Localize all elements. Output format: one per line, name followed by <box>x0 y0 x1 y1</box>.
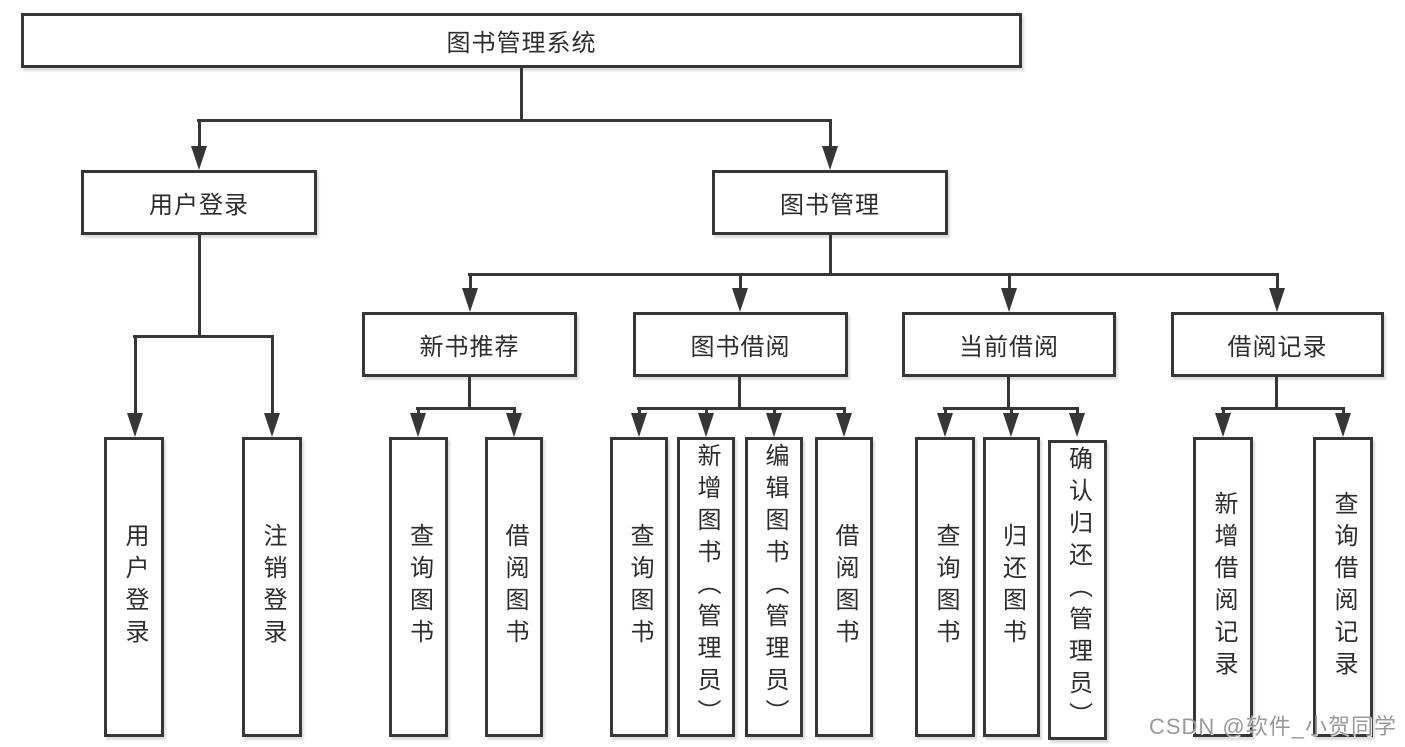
leaf-query-books-2: 查询图书 <box>610 437 668 737</box>
arrow-add-record <box>1215 413 1231 437</box>
connector-root-drop <box>520 68 523 119</box>
node-new-book-recommend-label: 新书推荐 <box>419 334 520 361</box>
connector-stem-query1 <box>417 407 420 413</box>
arrow-query2 <box>631 413 647 437</box>
connector-stem-current-borrow <box>1008 276 1011 288</box>
leaf-logout-label: 注销登录 <box>259 523 286 651</box>
node-book-management: 图书管理 <box>712 170 948 235</box>
connector-stem-leaf-login <box>134 338 137 413</box>
connector-book-borrow-drop <box>738 377 741 407</box>
node-book-management-label: 图书管理 <box>780 192 880 219</box>
arrow-query-record <box>1335 413 1351 437</box>
node-book-borrow: 图书借阅 <box>633 312 848 377</box>
connector-stem-leaf-logout <box>271 338 274 413</box>
connector-stem-book-borrow <box>739 276 742 288</box>
node-borrow-records-label: 借阅记录 <box>1227 334 1328 361</box>
arrow-query1 <box>410 413 426 437</box>
arrow-current-borrow <box>1001 288 1017 312</box>
arrow-borrow1 <box>506 413 522 437</box>
leaf-add-borrow-record-label: 新增借阅记录 <box>1210 491 1237 683</box>
connector-stem-return <box>1010 407 1013 413</box>
connector-stem-confirm-return <box>1076 407 1079 413</box>
csdn-watermark: CSDN @软件_小贺同学 <box>1148 714 1397 739</box>
leaf-query-borrow-record: 查询借阅记录 <box>1313 437 1373 737</box>
leaf-confirm-return-admin: 确认归还（管理员） <box>1048 440 1107 740</box>
arrow-user-login <box>191 146 207 170</box>
connector-stem-borrow1 <box>513 407 516 413</box>
leaf-borrow-books-1-label: 借阅图书 <box>501 523 528 651</box>
node-book-borrow-label: 图书借阅 <box>690 334 791 361</box>
leaf-edit-book-admin: 编辑图书（管理员） <box>745 437 803 737</box>
connector-book-borrow-bus <box>637 407 846 410</box>
connector-stem-add-record <box>1222 407 1225 413</box>
arrow-borrow-records <box>1269 288 1285 312</box>
node-borrow-records: 借阅记录 <box>1171 312 1384 377</box>
leaf-user-login-label: 用户登录 <box>121 523 148 651</box>
leaf-logout: 注销登录 <box>242 437 302 737</box>
connector-user-login-bus <box>133 335 274 338</box>
leaf-confirm-return-admin-label: 确认归还（管理员） <box>1064 446 1092 734</box>
connector-book-mgmt-drop <box>829 235 832 273</box>
arrow-new-book <box>462 288 478 312</box>
connector-user-login-drop <box>198 235 201 335</box>
connector-new-book-drop <box>468 377 471 407</box>
connector-stem-add-book <box>705 407 708 413</box>
arrow-borrow2 <box>836 413 852 437</box>
connector-stem-user-login <box>198 122 201 146</box>
arrow-book-borrow <box>732 288 748 312</box>
connector-stem-query2 <box>638 407 641 413</box>
leaf-add-book-admin: 新增图书（管理员） <box>677 437 735 737</box>
leaf-borrow-books-2-label: 借阅图书 <box>831 523 858 651</box>
connector-stem-query-record <box>1342 407 1345 413</box>
leaf-borrow-books-1: 借阅图书 <box>485 437 543 737</box>
node-user-login: 用户登录 <box>81 170 317 235</box>
node-root-label: 图书管理系统 <box>446 30 597 57</box>
arrow-leaf-logout <box>264 413 280 437</box>
arrow-query3 <box>937 413 953 437</box>
arrow-return <box>1003 413 1019 437</box>
connector-level3-bus <box>468 273 1279 276</box>
leaf-user-login: 用户登录 <box>104 437 164 737</box>
node-current-borrow: 当前借阅 <box>902 312 1116 377</box>
leaf-query-borrow-record-label: 查询借阅记录 <box>1330 491 1357 683</box>
leaf-add-borrow-record: 新增借阅记录 <box>1193 437 1253 737</box>
connector-records-bus <box>1221 407 1345 410</box>
leaf-borrow-books-2: 借阅图书 <box>815 437 873 737</box>
connector-current-drop <box>1007 377 1010 407</box>
leaf-return-books-label: 归还图书 <box>998 523 1026 651</box>
arrow-leaf-login <box>127 413 143 437</box>
arrow-edit-book <box>766 413 782 437</box>
node-user-login-label: 用户登录 <box>149 192 249 219</box>
connector-stem-new-book <box>469 276 472 288</box>
connector-records-drop <box>1275 377 1278 407</box>
connector-stem-edit-book <box>773 407 776 413</box>
connector-stem-query3 <box>944 407 947 413</box>
leaf-return-books: 归还图书 <box>983 437 1040 737</box>
leaf-add-book-admin-label: 新增图书（管理员） <box>693 443 720 731</box>
leaf-query-books-3: 查询图书 <box>915 437 975 737</box>
leaf-query-books-1: 查询图书 <box>389 437 448 737</box>
node-current-borrow-label: 当前借阅 <box>959 334 1059 361</box>
leaf-query-books-3-label: 查询图书 <box>932 523 959 651</box>
arrow-book-management <box>822 146 838 170</box>
connector-stem-borrow-records <box>1276 276 1279 288</box>
arrow-confirm-return <box>1069 413 1085 437</box>
leaf-query-books-1-label: 查询图书 <box>405 523 433 651</box>
leaf-query-books-2-label: 查询图书 <box>626 523 653 651</box>
connector-level2-bus <box>197 119 832 122</box>
connector-stem-book-management <box>829 122 832 146</box>
node-root: 图书管理系统 <box>21 13 1022 68</box>
connector-new-book-bus <box>416 407 516 410</box>
node-new-book-recommend: 新书推荐 <box>362 312 577 377</box>
arrow-add-book <box>698 413 714 437</box>
leaf-edit-book-admin-label: 编辑图书（管理员） <box>761 443 788 731</box>
connector-stem-borrow2 <box>843 407 846 413</box>
